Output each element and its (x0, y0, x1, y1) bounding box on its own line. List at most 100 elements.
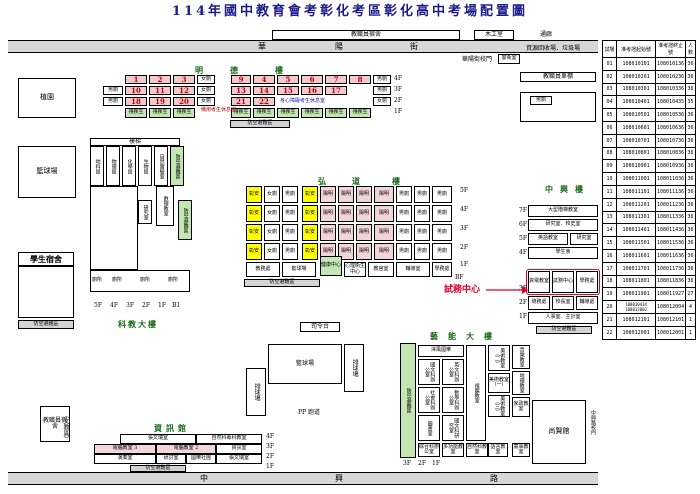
th-start: 准考證起始號 (615, 40, 657, 58)
table-cell: 108011401 (615, 223, 657, 238)
zhongxing-gate: 中興路校門 (590, 410, 596, 435)
room-2: 2 (149, 75, 171, 84)
zhongxing-name-3: 樓 (575, 184, 583, 194)
table-cell: 15 (602, 236, 617, 250)
mingde-name-1: 明 (195, 65, 203, 75)
hongdao-room-0-2: 男廁 (282, 186, 298, 203)
hongdao-room-1-5: 陽明 (338, 205, 354, 222)
table-cell: 108010435 (655, 95, 686, 110)
zhongxing-shelter: 防空避難區 (536, 326, 592, 334)
table-cell: 27 (685, 287, 696, 302)
science-room-5: 自然實驗室 (154, 146, 168, 186)
table-cell: 108011336 (655, 210, 686, 225)
yishu-room-17: 語言教室 (488, 443, 508, 457)
zixun-r3: 電腦教室 3 (94, 444, 156, 454)
th-end: 准考證終止號 (655, 40, 686, 58)
mingde-1f-a: 殘疾生 (125, 108, 147, 118)
table-cell: 108010936 (655, 159, 686, 174)
hongdao-office-0: 教務處 (246, 262, 280, 277)
yishu-room-11: 圖書室 (418, 415, 440, 441)
table-cell: 36 (685, 236, 696, 250)
table-cell: 22 (602, 325, 617, 340)
hongdao-room-0-4: 陽明 (320, 186, 336, 203)
table-cell: 108010701 (615, 133, 657, 148)
hongdao-room-2-4: 陽明 (320, 224, 336, 241)
table-cell: 36 (685, 146, 696, 161)
zhongxing-r6: 總務處 (528, 296, 550, 310)
table-cell: 36 (685, 210, 696, 225)
hongdao-room-1-7: 陽明 (374, 205, 394, 222)
zixun-r1: 張文瑞室 (120, 434, 196, 444)
hongdao-room-3-6: 陽明 (356, 243, 372, 260)
yishu-room-3: 社會科辦公室 (418, 387, 440, 413)
hongdao-office-4: 輔導室 (396, 262, 430, 277)
zixun-r4: 電腦教室 2 (156, 444, 216, 454)
hongdao-room-0-9: 男廁 (414, 186, 430, 203)
yishu-floor-3f: 3F (403, 460, 411, 467)
east-gate: 通廊 (540, 31, 553, 38)
mingde-1f-h: 殘疾生 (325, 108, 347, 118)
road-label-2: 陽 (335, 42, 343, 51)
mingde-floor-1f: 1F (394, 108, 402, 115)
zixun-name-3: 館 (178, 423, 186, 433)
mingde-name-3: 樓 (275, 65, 283, 75)
table-cell: 108011501 (615, 236, 657, 250)
hongdao-room-2-5: 陽明 (338, 224, 354, 241)
science-stair: 樓梯 (90, 138, 180, 146)
zixun-floor-1f: 1F (266, 463, 274, 470)
table-cell: 108011201 (615, 197, 657, 212)
shelter-left: 防空避難區 (18, 320, 74, 329)
hongdao-room-0-1: 女廁 (264, 186, 280, 203)
room-13: 13 (231, 86, 251, 95)
mingde-1f-b: 殘疾生 (149, 108, 171, 118)
hongdao-floor-bf: BF (455, 274, 464, 281)
road-huayang (8, 40, 598, 53)
zixun-floor-3f: 3F (266, 443, 274, 450)
table-cell: 108011301 (615, 210, 657, 225)
room-15: 15 (277, 86, 299, 95)
science-room-1: 地科館 (90, 146, 104, 186)
hongdao-room-2-2: 男廁 (282, 224, 298, 241)
room-16: 16 (301, 86, 323, 95)
room-6: 6 (301, 75, 323, 84)
room-18: 18 (125, 97, 147, 106)
science-room-2: 物理館 (106, 146, 120, 186)
table-cell: 108010736 (655, 133, 686, 148)
zhongxing-h2: 試務中心 (552, 271, 574, 293)
hongdao-floor-1f: 1F (460, 261, 468, 268)
zhongxing-r7: 校長室 (552, 296, 574, 310)
mingde-note-1: 備用考生休息室 (201, 107, 237, 113)
zixun-r6: 演奏室 (94, 454, 156, 464)
th-count: 人數 (685, 40, 696, 58)
table-cell: 02 (602, 69, 617, 84)
table-cell: 108010301 (615, 82, 657, 97)
room-4: 4 (253, 75, 275, 84)
table-cell: 12 (602, 197, 617, 212)
room-9: 9 (231, 75, 251, 84)
table-cell: 108012101 (655, 312, 686, 327)
hongdao-room-1-10: 男廁 (432, 205, 452, 222)
wood-shop: 木工室 (474, 30, 514, 40)
yishu-name-2: 能 (448, 331, 456, 341)
student-dorm: 學生宿舍 (18, 252, 74, 266)
zixun-r2: 自然科專科教室 (196, 434, 262, 444)
table-cell: 1 (685, 325, 696, 340)
mingde-floor-3f: 3F (394, 86, 402, 93)
hongdao-room-2-8: 男廁 (396, 224, 412, 241)
science-research: 研究室 (138, 200, 152, 224)
science-main (90, 186, 138, 270)
yishu-name-1: 藝 (430, 331, 438, 341)
table-cell: 1 (685, 312, 696, 327)
table-cell: 36 (685, 172, 696, 186)
science-name-3: 大 (138, 319, 146, 329)
table-cell: 35 (685, 95, 696, 110)
mingde-2f-left: 男廁 (103, 97, 123, 106)
mingde-3f-left: 男廁 (103, 86, 123, 95)
table-cell: 19 (602, 287, 617, 302)
hongdao-room-1-1: 女廁 (264, 205, 280, 222)
